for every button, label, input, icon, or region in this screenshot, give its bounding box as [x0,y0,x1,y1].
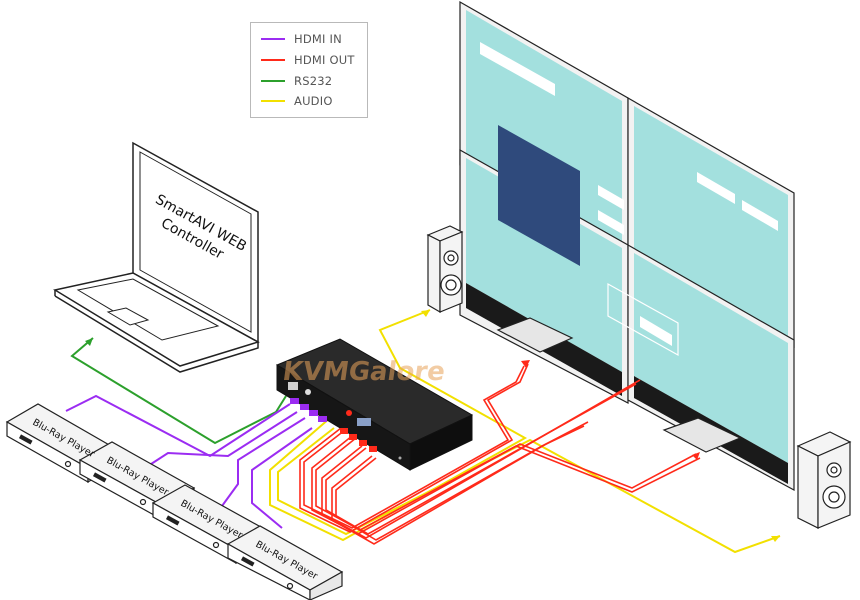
legend-item-rs232: RS232 [261,74,332,88]
audio-arrow-right [771,536,780,542]
legend-swatch-rs232 [261,80,285,82]
rs232-arrow [85,338,93,346]
monitor-top-right-screen [634,106,788,341]
monitor-stand-right [662,417,742,453]
rs232-cable [70,337,287,445]
legend-swatch-hdmi-in [261,38,285,40]
legend-label-hdmi-in: HDMI IN [294,32,342,46]
legend-label-audio: AUDIO [294,94,333,108]
legend-label-rs232: RS232 [294,74,333,88]
screen-content [480,42,778,357]
legend-swatch-hdmi-out [261,59,285,61]
video-wall [459,0,795,492]
white-bar-6 [640,316,672,346]
bluray-player-4 [226,525,344,600]
legend-swatch-audio [261,100,285,102]
hdmi-out-arrow [521,360,530,368]
laptop [53,141,260,373]
monitor-bottom-right-screen [634,253,788,463]
monitor-stand-left [496,317,574,353]
legend-item-hdmi-in: HDMI IN [261,32,342,46]
white-bar-3 [598,210,624,235]
hdmi-out-cables [299,363,701,545]
white-bar-2 [598,185,624,210]
audio-cables [269,309,781,554]
dark-window [498,125,580,266]
white-bar-5 [742,200,778,231]
watermark: KVMGalore [281,357,447,387]
speaker-right [796,431,852,529]
laptop-touchpad [106,307,150,326]
legend-item-hdmi-out: HDMI OUT [261,53,355,67]
speaker-left [426,225,464,314]
hdmi-in-cables [65,394,313,529]
hdmi-out-arrow-2 [692,452,700,460]
switch-ports [288,382,402,460]
white-bar-4 [697,172,735,204]
laptop-screen [139,151,252,333]
legend-label-hdmi-out: HDMI OUT [294,53,355,67]
audio-arrow-left [421,310,430,317]
legend: HDMI IN HDMI OUT RS232 AUDIO [250,22,368,118]
legend-item-audio: AUDIO [261,94,333,108]
switch-side [409,414,473,471]
white-bar-1 [480,42,555,96]
bluray-player-1 [5,403,120,484]
monitor-top-left-screen [466,10,622,250]
outline-box [607,282,679,357]
